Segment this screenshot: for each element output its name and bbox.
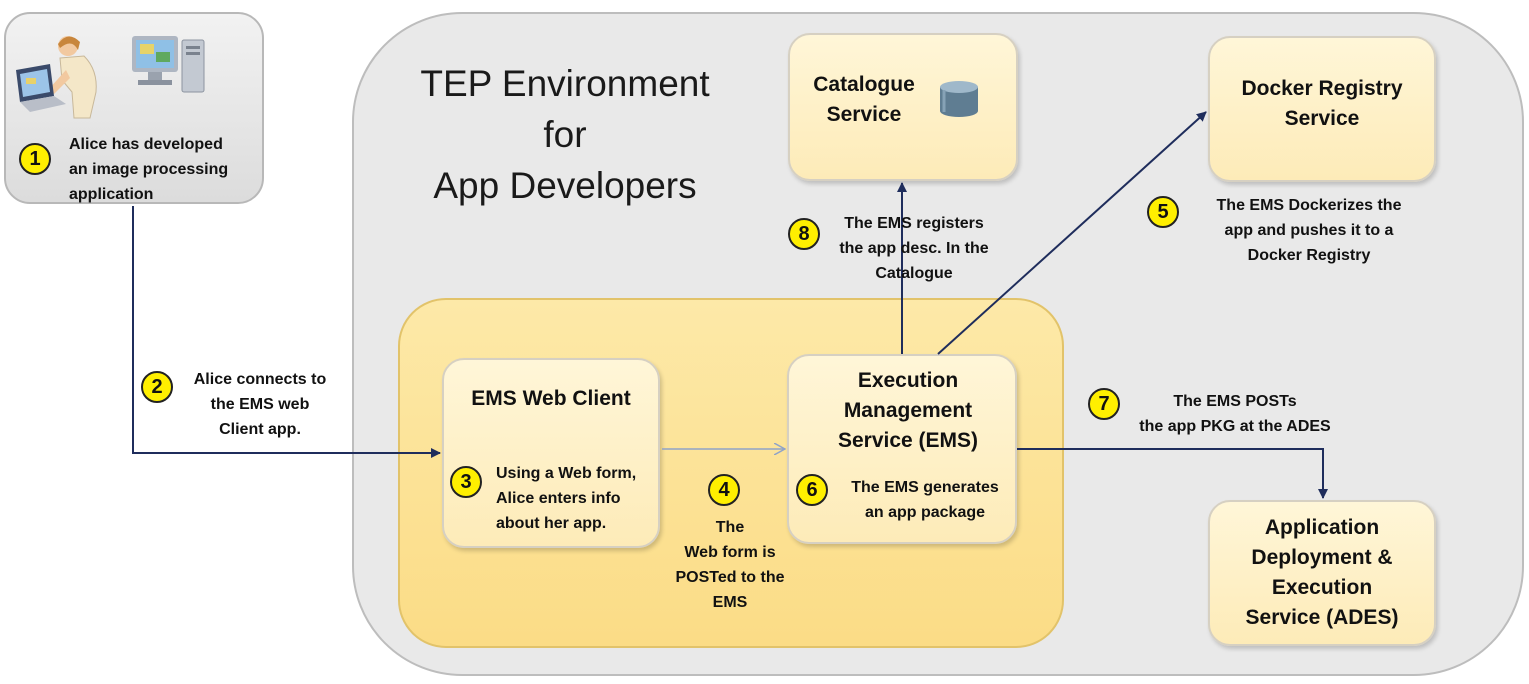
- environment-title: TEP Environment for App Developers: [390, 58, 740, 211]
- step-4-line: POSTed to the: [675, 569, 785, 586]
- database-cylinder-icon: [940, 81, 978, 117]
- step-4-badge: 4: [708, 474, 740, 506]
- step-4-line: EMS: [712, 594, 748, 611]
- step-2-line: the EMS web: [210, 396, 310, 413]
- catalogue-service-title: Catalogue Service: [798, 70, 930, 130]
- step-5-label: The EMS Dockerizes the app and pushes it…: [1196, 193, 1422, 268]
- step-2-label: Alice connects to the EMS web Client app…: [180, 367, 340, 442]
- environment-title-line: TEP Environment: [420, 63, 710, 104]
- step-7-badge: 7: [1088, 388, 1120, 420]
- step-3-line: Using a Web form,: [496, 465, 637, 482]
- arrow-alice-to-web-client: [132, 206, 441, 458]
- step-2-line: Client app.: [219, 421, 301, 438]
- docker-registry-box: [1208, 36, 1436, 182]
- step-8-badge: 8: [788, 218, 820, 250]
- environment-title-line: App Developers: [433, 165, 697, 206]
- ems-title-line: Execution: [857, 369, 959, 392]
- docker-title-line: Docker Registry: [1241, 77, 1403, 100]
- step-2-line: Alice connects to: [193, 371, 327, 388]
- ades-title-line: Service (ADES): [1245, 606, 1399, 629]
- step-7-label: The EMS POSTs the app PKG at the ADES: [1110, 389, 1360, 439]
- step-6-line: an app package: [864, 504, 986, 521]
- step-5-line: app and pushes it to a: [1224, 222, 1394, 239]
- step-4-line: Web form is: [684, 544, 776, 561]
- step-8-line: The EMS registers: [844, 215, 984, 232]
- step-3-label: Using a Web form, Alice enters info abou…: [496, 461, 636, 536]
- step-7-line: The EMS POSTs: [1173, 393, 1297, 410]
- ades-box: [1208, 500, 1436, 646]
- step-2-badge: 2: [141, 371, 173, 403]
- catalogue-service-box: [788, 33, 1018, 181]
- step-8-line: the app desc. In the: [839, 240, 989, 257]
- arrow-ems-to-ades: [1017, 448, 1328, 499]
- step-8-line: Catalogue: [875, 265, 953, 282]
- step-6-label: The EMS generates an app package: [836, 475, 1014, 525]
- alice-caption-line: application: [69, 186, 154, 203]
- step-4-label: The Web form is POSTed to the EMS: [660, 515, 800, 615]
- ems-web-client-box: [442, 358, 660, 548]
- alice-caption-line: Alice has developed: [69, 136, 223, 153]
- ems-title: Execution Management Service (EMS): [787, 366, 1029, 456]
- step-5-badge: 5: [1147, 196, 1179, 228]
- ades-title-line: Deployment &: [1251, 546, 1393, 569]
- step-6-line: The EMS generates: [851, 479, 999, 496]
- catalogue-title-line: Service: [826, 103, 902, 126]
- woman-at-laptop-icon: [16, 36, 97, 119]
- alice-caption-line: an image processing: [69, 161, 229, 178]
- step-3-badge: 3: [450, 466, 482, 498]
- step-3-line: about her app.: [496, 515, 607, 532]
- step-3-line: Alice enters info: [496, 490, 621, 507]
- step-1-badge: 1: [19, 143, 51, 175]
- docker-registry-title: Docker Registry Service: [1208, 74, 1436, 134]
- ades-title-line: Application: [1264, 516, 1380, 539]
- step-7-line: the app PKG at the ADES: [1139, 418, 1331, 435]
- step-5-line: The EMS Dockerizes the: [1216, 197, 1402, 214]
- step-8-label: The EMS registers the app desc. In the C…: [822, 211, 1006, 286]
- ems-title-line: Service (EMS): [837, 429, 979, 452]
- step-5-line: Docker Registry: [1247, 247, 1371, 264]
- ades-title: Application Deployment & Execution Servi…: [1208, 513, 1436, 633]
- alice-caption: Alice has developed an image processing …: [69, 132, 228, 207]
- ems-title-line: Management: [843, 399, 973, 422]
- ades-title-line: Execution: [1271, 576, 1373, 599]
- ems-box: [787, 354, 1017, 544]
- environment-title-line: for: [543, 114, 587, 155]
- catalogue-title-line: Catalogue: [813, 73, 915, 96]
- step-6-badge: 6: [796, 474, 828, 506]
- step-4-line: The: [715, 519, 745, 536]
- arrow-ems-to-docker: [937, 111, 1207, 355]
- ems-web-client-title: EMS Web Client: [471, 387, 631, 410]
- desktop-computer-icon: [132, 36, 205, 93]
- docker-title-line: Service: [1284, 107, 1360, 130]
